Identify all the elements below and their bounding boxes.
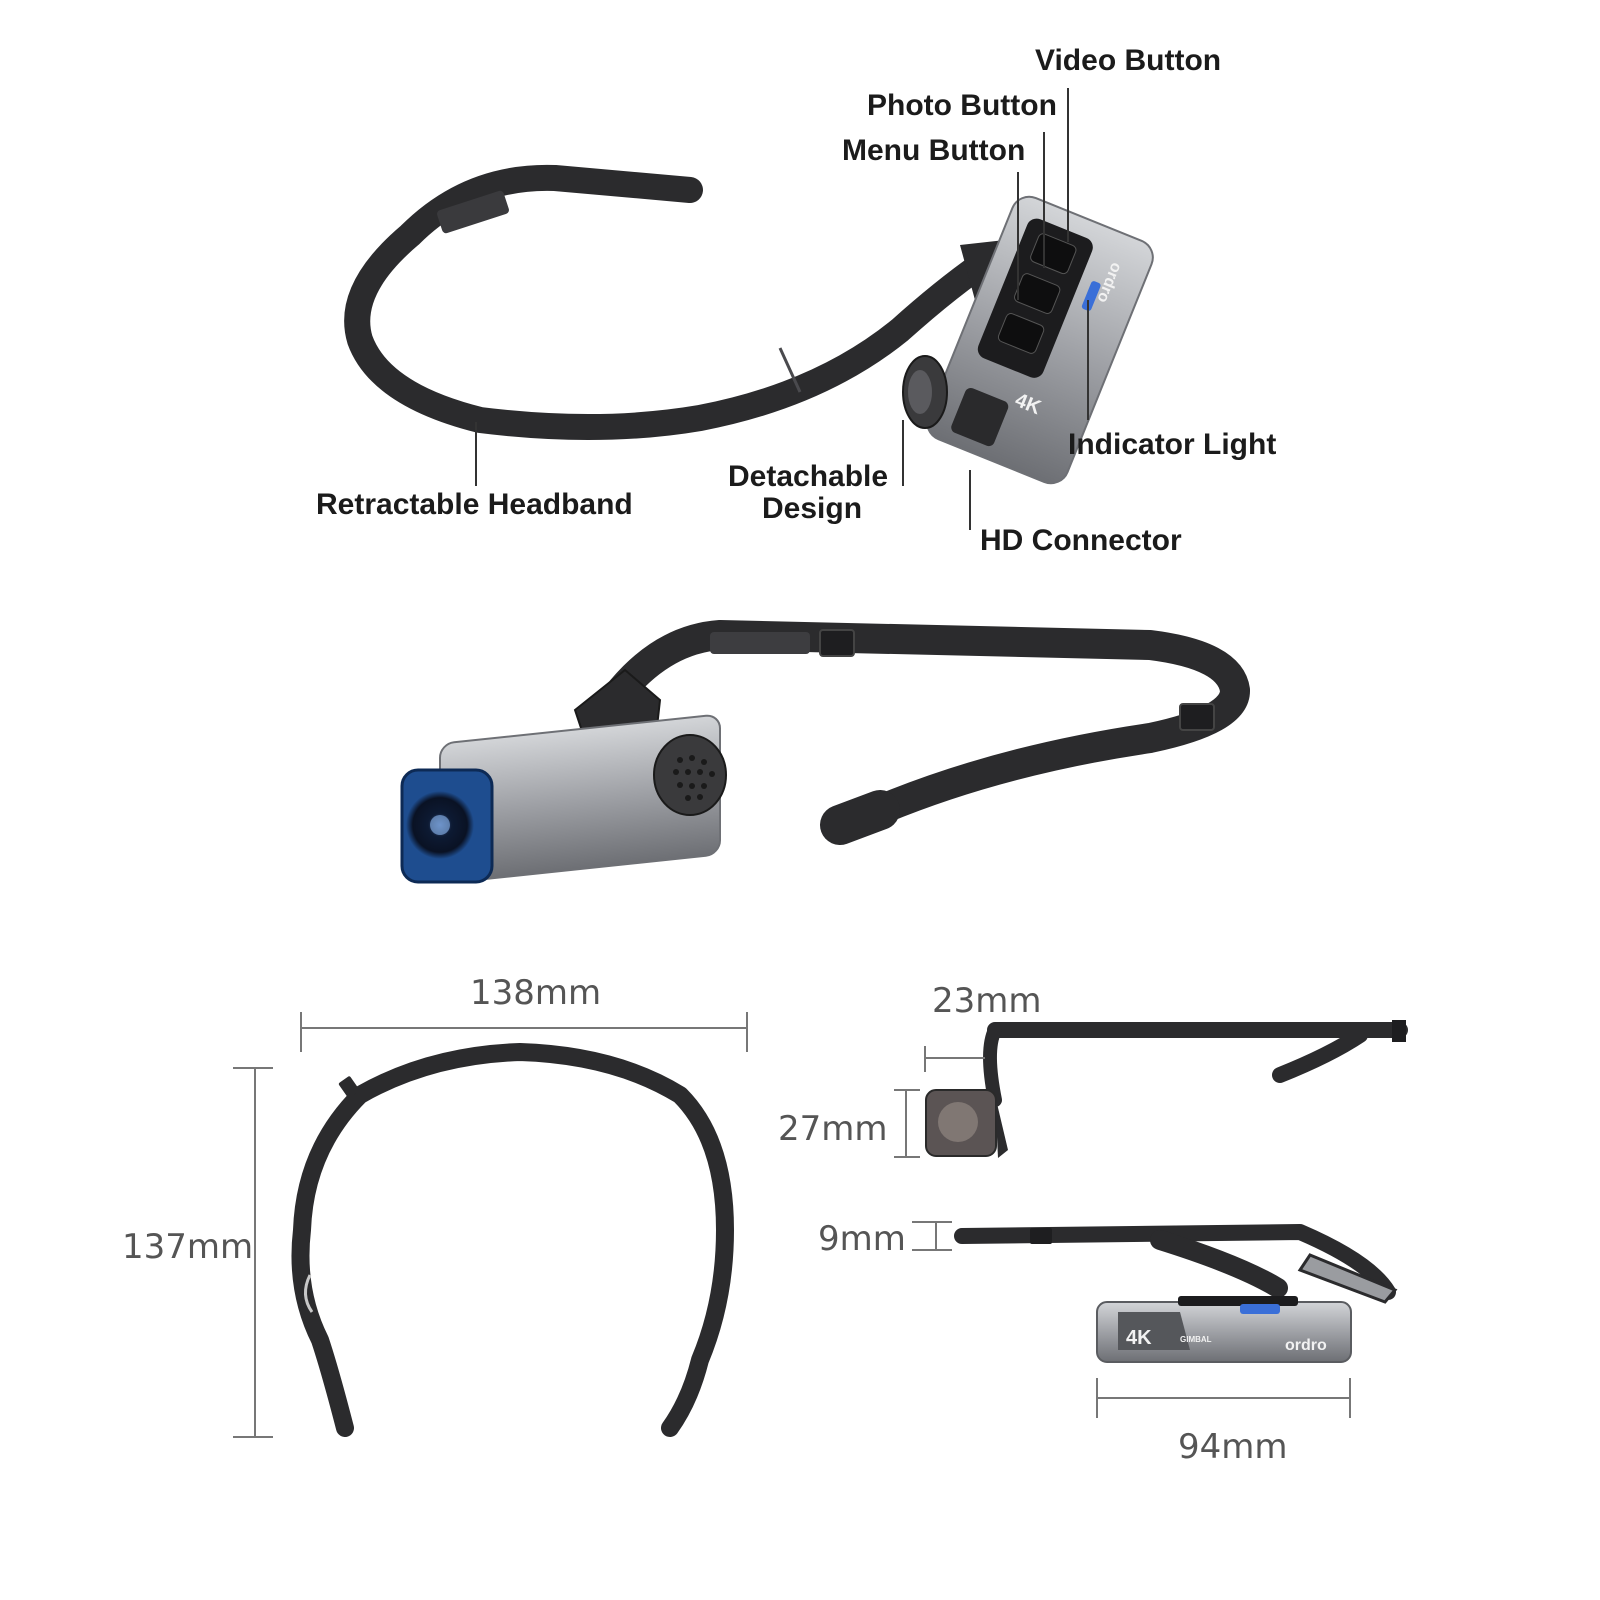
indicator-light-icon: [1081, 281, 1101, 311]
middle-band-grip: [710, 632, 810, 654]
menu-button-label: Menu Button: [842, 134, 1025, 167]
side-gimbal-text: GIMBAL: [1180, 1335, 1212, 1344]
side-headband-upper: [987, 1022, 1408, 1083]
front-headband: [291, 1043, 734, 1437]
band-grip: [437, 190, 509, 234]
side-4k-badge: 4K: [1126, 1327, 1152, 1349]
top-camera-body: ordro 4K: [926, 195, 1154, 485]
front-band-clip: [338, 1076, 360, 1098]
side-dimension-view: 23mm 27mm 9mm 4K GIMBAL ordro 94mm: [778, 981, 1408, 1467]
hd-connector-label: HD Connector: [980, 524, 1182, 557]
middle-product-view: [400, 620, 1250, 884]
detachable-design-label-line1: Detachable: [728, 460, 888, 493]
middle-mic-knob: [653, 734, 727, 816]
camera-height-label: 27mm: [778, 1109, 888, 1149]
retractable-headband-label: Retractable Headband: [316, 488, 633, 521]
band-thickness-label: 9mm: [818, 1219, 906, 1259]
headband-height-label: 137mm: [122, 1227, 253, 1267]
video-button-label: Video Button: [1035, 44, 1221, 77]
top-headband: [344, 164, 1008, 441]
photo-button-label: Photo Button: [867, 89, 1057, 122]
headband-width-label: 138mm: [470, 973, 601, 1013]
hd-connector-icon: [951, 387, 1009, 447]
indicator-light-label: Indicator Light: [1068, 428, 1276, 461]
band-seam: [778, 347, 802, 393]
camera-length-label: 94mm: [1178, 1427, 1288, 1467]
middle-headband: [585, 620, 1250, 825]
top-product-view: ordro 4K Video Button Photo Button Menu …: [316, 44, 1276, 557]
side-brand-logo: ordro: [1285, 1337, 1327, 1354]
front-dimension-view: 138mm 137mm: [122, 973, 748, 1438]
menu-button-icon: [997, 313, 1045, 354]
side-indicator-light: [1240, 1304, 1280, 1314]
camera-offset-label: 23mm: [932, 981, 1042, 1021]
video-button-icon: [1030, 233, 1077, 275]
detachable-design-label-line2: Design: [762, 492, 862, 525]
